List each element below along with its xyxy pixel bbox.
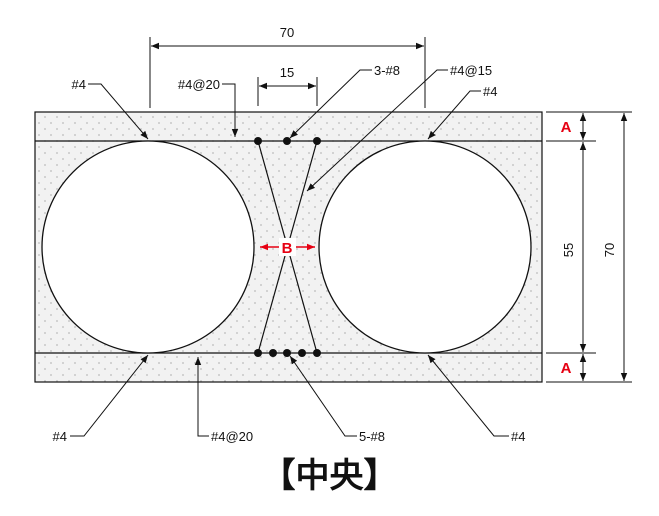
top-rebar [283, 137, 291, 145]
right-void [318, 140, 532, 354]
callout-left-bottom-bar: #4 [53, 429, 67, 444]
section-caption: 【中央】 [261, 456, 398, 496]
bottom-rebar [298, 349, 306, 357]
callout-left-top-bar: #4 [72, 77, 86, 92]
left-void [41, 140, 255, 354]
bottom-rebar [254, 349, 262, 357]
top-rebar-group [254, 137, 321, 145]
web-gap-label: B [282, 240, 293, 257]
core-height-label: 55 [561, 243, 576, 257]
bottom-rebar [283, 349, 291, 357]
top-rebar [313, 137, 321, 145]
callout-bottom-bars: 5-#8 [359, 429, 385, 444]
bottom-rebar-group [254, 349, 321, 357]
callout-bottom-distribution: #4@20 [211, 429, 253, 444]
callout-right-top-bar: #4 [483, 84, 497, 99]
cover-top-label: A [561, 119, 572, 136]
top-width-dimension [149, 37, 426, 108]
callout-top-bars: 3-#8 [374, 63, 400, 78]
bar-spacing-dimension [257, 77, 318, 106]
callout-diagonal-bars: #4@15 [450, 63, 492, 78]
callout-top-distribution: #4@20 [178, 77, 220, 92]
callout-right-bottom-bar: #4 [511, 429, 525, 444]
callout-leaders [70, 69, 509, 437]
total-height-label: 70 [602, 243, 617, 257]
bottom-rebar [269, 349, 277, 357]
bottom-rebar [313, 349, 321, 357]
cover-bottom-label: A [561, 360, 572, 377]
bar-spacing-label: 15 [280, 65, 294, 80]
right-dimensions [546, 111, 632, 383]
top-width-label: 70 [280, 25, 294, 40]
web-gap-label-bg [279, 238, 296, 256]
top-rebar [254, 137, 262, 145]
